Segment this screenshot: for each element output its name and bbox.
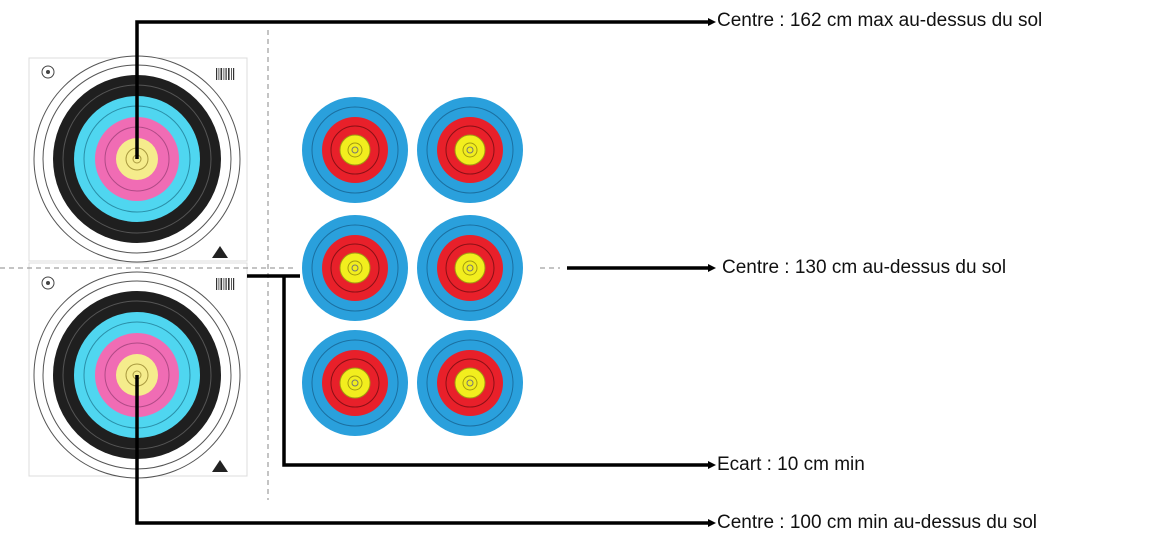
spacing-label: Ecart : 10 cm min <box>717 454 865 475</box>
triple-target-sheet <box>295 88 540 450</box>
triple-target-face-3 <box>302 215 408 321</box>
triple-target-face-4 <box>417 215 523 321</box>
triple-target-face-5 <box>302 330 408 436</box>
middle-center-label: Centre : 130 cm au-dessus du sol <box>722 257 1007 278</box>
leader-lines <box>135 20 708 525</box>
triple-target-face-2 <box>417 97 523 203</box>
arrow-heads <box>708 18 716 527</box>
triple-target-face-1 <box>302 97 408 203</box>
top-center-label: Centre : 162 cm max au-dessus du sol <box>717 10 1043 31</box>
triple-target-face-6 <box>417 330 523 436</box>
large-target-sheet <box>28 55 248 479</box>
bottom-center-label: Centre : 100 cm min au-dessus du sol <box>717 512 1037 533</box>
reference-lines <box>0 30 560 500</box>
